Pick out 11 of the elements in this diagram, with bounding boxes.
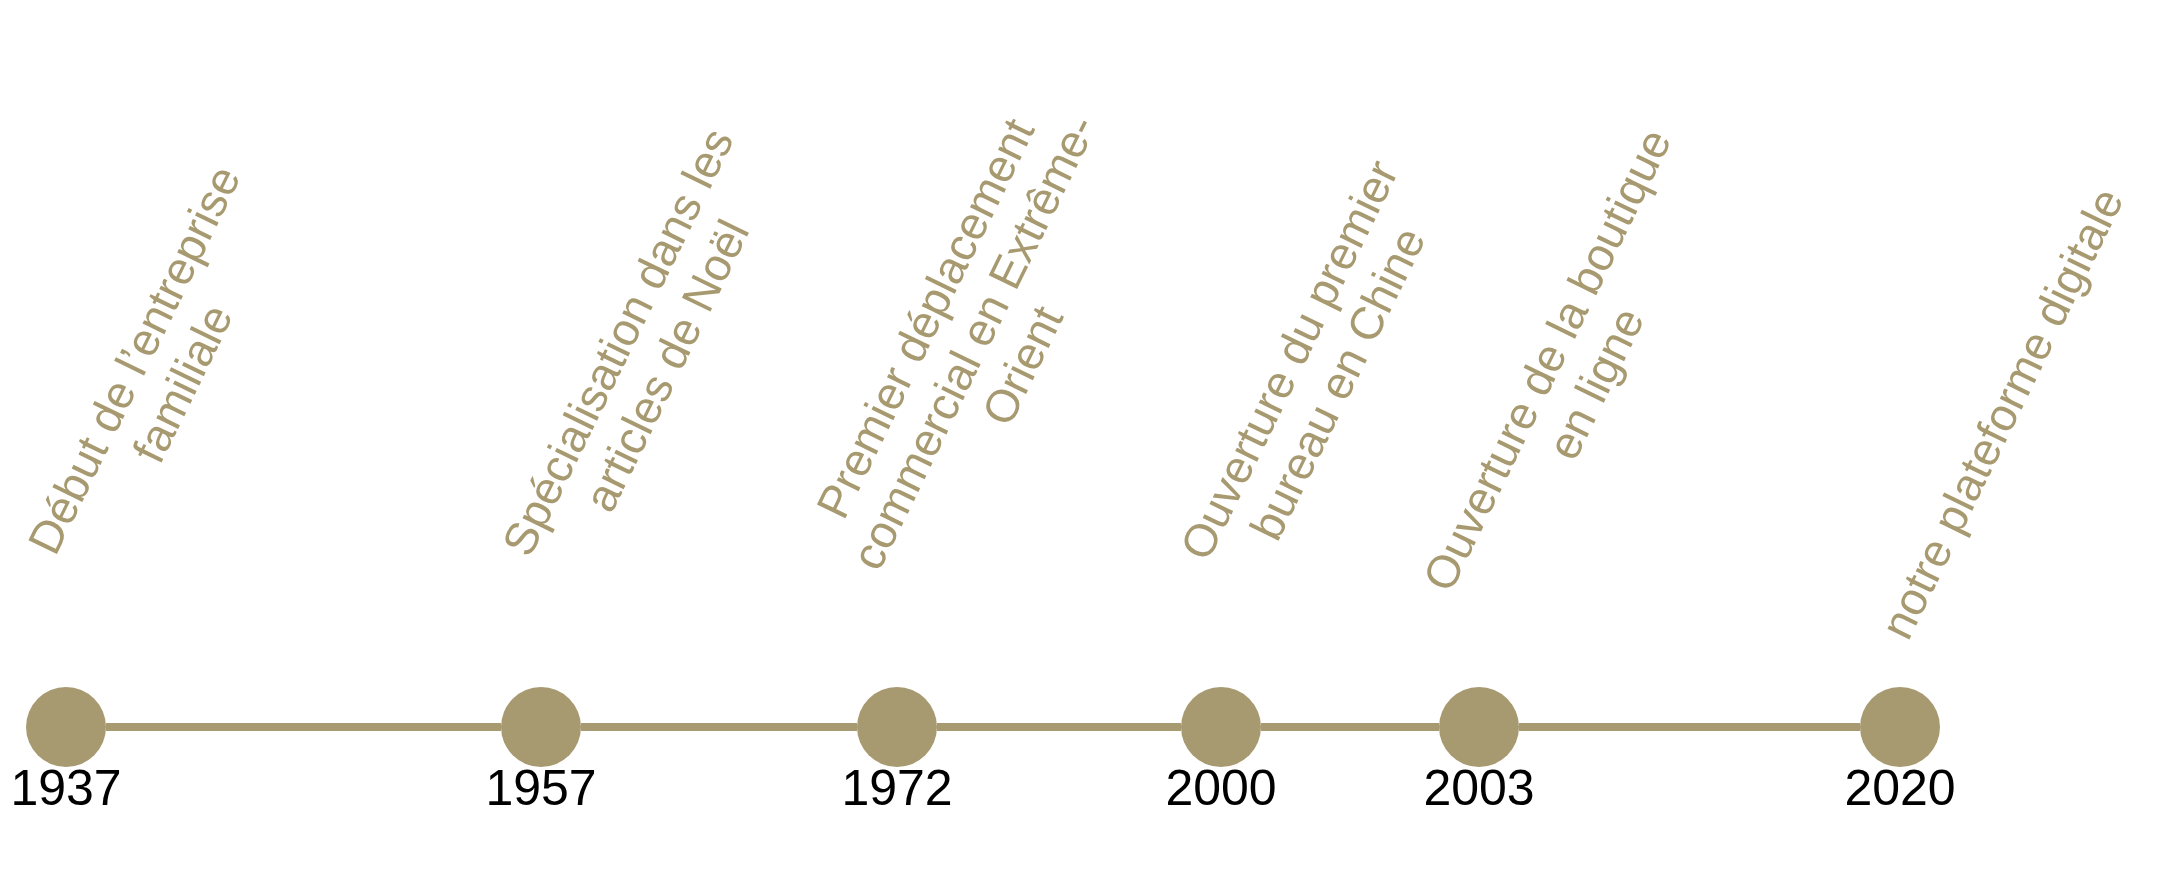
timeline-line — [1261, 723, 1439, 731]
year-label: 1972 — [841, 759, 953, 818]
timeline-line — [1519, 723, 1860, 731]
timeline-line — [937, 723, 1181, 731]
year-label: 2020 — [1844, 759, 1956, 818]
timeline-line — [581, 723, 857, 731]
year-label: 1937 — [10, 759, 122, 818]
year-label: 2003 — [1423, 759, 1535, 818]
timeline-line — [106, 723, 501, 731]
year-label: 1957 — [485, 759, 597, 818]
year-label: 2000 — [1165, 759, 1277, 818]
